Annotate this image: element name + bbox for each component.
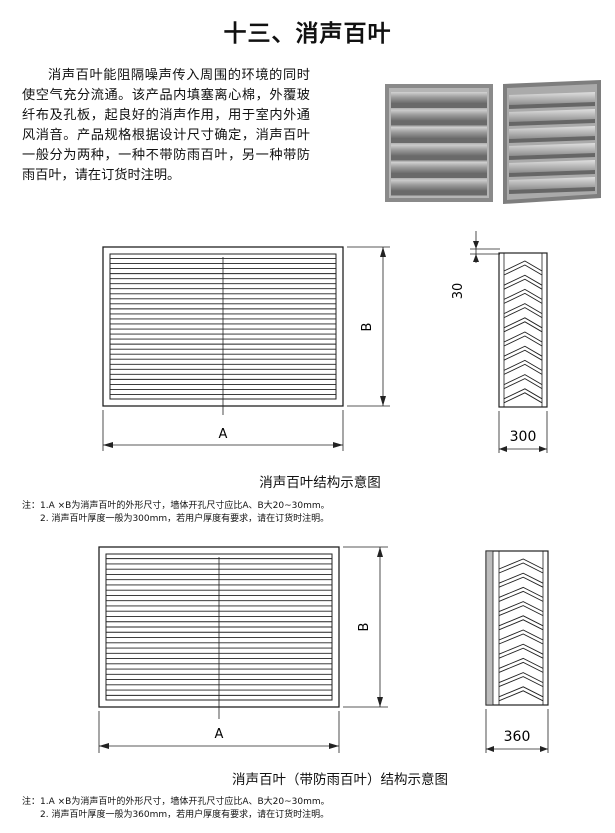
side-blade — [503, 303, 543, 315]
photo-slat-shadow — [391, 120, 487, 126]
side-blade — [503, 307, 543, 319]
dimension-depth-label: 360 — [504, 729, 531, 745]
photo-slat-shadow — [509, 102, 595, 109]
photo-slat-shadow — [509, 153, 595, 160]
louver-photo-icon — [385, 80, 601, 204]
dimension-a-label: A — [219, 427, 228, 442]
photo-slat-shadow — [509, 136, 595, 143]
dimension-b-label: B — [360, 323, 375, 332]
side-blade — [503, 278, 543, 290]
side-blade — [503, 274, 543, 286]
photo-slat — [509, 160, 595, 173]
side-blade — [498, 601, 544, 613]
dimension-b-label: B — [357, 623, 372, 632]
photo-slat-shadow — [509, 187, 595, 194]
side-blade — [498, 686, 544, 698]
side-blade — [498, 676, 544, 688]
note-2-1: 注：1.A ×B为消声百叶的外形尺寸，墙体开孔尺寸应比A、B大20~30mm。 — [22, 797, 330, 807]
side-frame — [498, 252, 548, 408]
rain-louver-strip — [485, 550, 494, 706]
caption-1: 消声百叶结构示意图 — [259, 475, 381, 491]
photo-slat — [391, 144, 487, 156]
side-blade — [498, 586, 544, 598]
side-blade — [498, 657, 544, 669]
photo-slat — [391, 109, 487, 121]
photo-slat-shadow — [509, 170, 595, 177]
side-blade — [503, 374, 543, 386]
diagram-2: A B 360 — [98, 546, 549, 753]
photo-slat-shadow — [391, 173, 487, 178]
diagram-1: A B 30 300 — [102, 231, 548, 453]
photo-slat-shadow — [391, 138, 487, 143]
side-blade — [498, 690, 544, 702]
photo-slat — [509, 143, 595, 156]
side-blades — [503, 260, 543, 404]
side-blade — [503, 363, 543, 375]
note-1-2: 2. 消声百叶厚度一般为300mm，若用户厚度有要求，请在订货时注明。 — [40, 514, 330, 524]
photo-slat — [509, 92, 595, 105]
photo-slat — [391, 127, 487, 138]
notes-1: 注：1.A ×B为消声百叶的外形尺寸，墙体开孔尺寸应比A、B大20~30mm。 … — [22, 500, 582, 526]
intro-paragraph: 消声百叶能阻隔噪声传入周围的环境的同时使空气充分流通。该产品内填塞离心棉，外覆玻… — [22, 68, 310, 183]
side-blade — [503, 288, 543, 300]
photo-slat — [391, 179, 487, 191]
side-blade — [498, 629, 544, 641]
photo-slat — [509, 177, 595, 190]
side-blades — [498, 558, 544, 702]
notes-2: 注：1.A ×B为消声百叶的外形尺寸，墙体开孔尺寸应比A、B大20~30mm。 … — [22, 796, 582, 822]
side-blade — [498, 605, 544, 617]
side-blade — [503, 321, 543, 333]
side-blade — [498, 590, 544, 602]
photo-slat-shadow — [391, 103, 487, 108]
side-blade — [498, 672, 544, 684]
photo-slat-shadow — [391, 155, 487, 161]
side-blade — [503, 378, 543, 390]
side-blade — [498, 615, 544, 627]
side-blade — [503, 388, 543, 400]
side-blade — [498, 661, 544, 673]
side-blade — [498, 619, 544, 631]
page-title: 十三、消声百叶 — [223, 21, 392, 47]
note-1-1: 注：1.A ×B为消声百叶的外形尺寸，墙体开孔尺寸应比A、B大20~30mm。 — [22, 501, 330, 511]
side-blade — [498, 572, 544, 584]
photo-slat-shadow — [391, 190, 487, 196]
side-blade — [503, 349, 543, 361]
side-blade — [503, 392, 543, 404]
side-blade — [503, 260, 543, 272]
photo-slat — [391, 92, 487, 103]
photo-slat-shadow — [509, 119, 595, 126]
side-blade — [498, 643, 544, 655]
side-blade — [503, 292, 543, 304]
photo-slat — [391, 162, 487, 173]
side-blade — [498, 562, 544, 574]
photo-slat — [509, 109, 595, 122]
side-blade — [503, 264, 543, 276]
caption-2: 消声百叶（带防雨百叶）结构示意图 — [232, 772, 448, 788]
note-2-2: 2. 消声百叶厚度一般为360mm，若用户厚度有要求，请在订货时注明。 — [40, 810, 330, 820]
side-blade — [503, 359, 543, 371]
side-blade — [503, 335, 543, 347]
side-blade — [498, 633, 544, 645]
side-blade — [498, 576, 544, 588]
photo-slat — [509, 126, 595, 139]
side-blade — [503, 317, 543, 329]
dimension-30-label: 30 — [451, 283, 466, 300]
side-blade — [498, 558, 544, 570]
dimension-a-label: A — [215, 727, 224, 742]
dimension-depth-label: 300 — [510, 429, 537, 445]
side-blade — [498, 647, 544, 659]
side-blade — [503, 345, 543, 357]
side-blade — [503, 331, 543, 343]
